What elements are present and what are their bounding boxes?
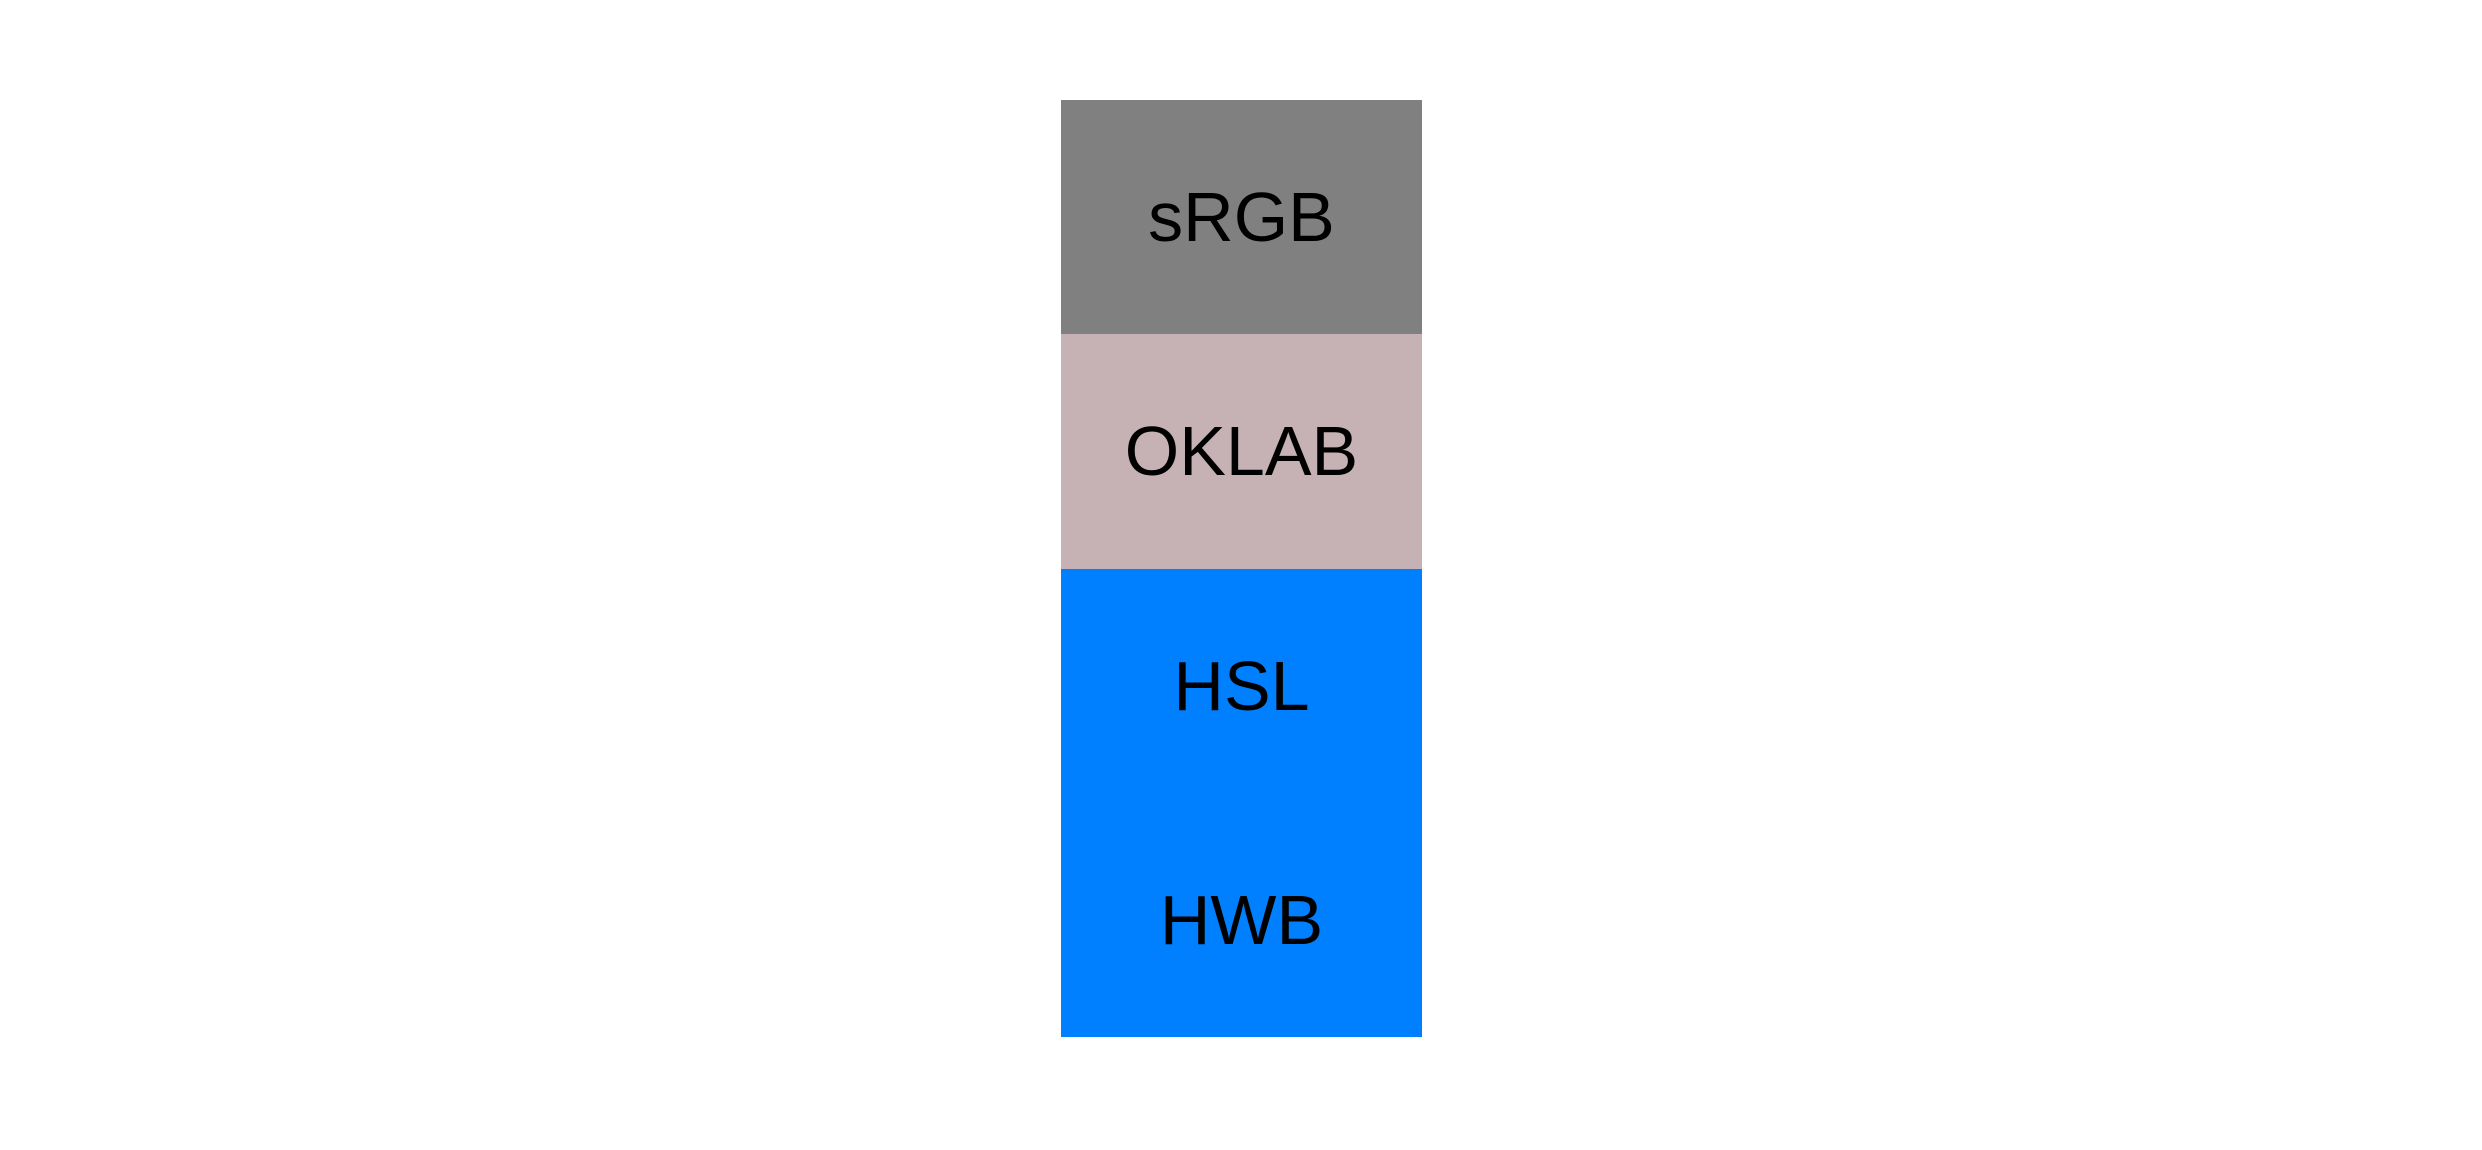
color-swatch-label-oklab: OKLAB (1124, 412, 1359, 491)
color-swatch-oklab[interactable]: OKLAB (1061, 334, 1422, 569)
color-swatch-label-hwb: HWB (1159, 880, 1324, 959)
color-swatch-hwb[interactable]: HWB (1061, 802, 1422, 1037)
color-swatch-label-srgb: sRGB (1148, 178, 1335, 257)
color-swatch-label-hsl: HSL (1173, 646, 1310, 725)
color-space-comparison-stack: sRGB OKLAB HSL HWB (1061, 100, 1422, 1037)
color-swatch-srgb[interactable]: sRGB (1061, 100, 1422, 335)
color-swatch-hsl[interactable]: HSL (1061, 568, 1422, 803)
